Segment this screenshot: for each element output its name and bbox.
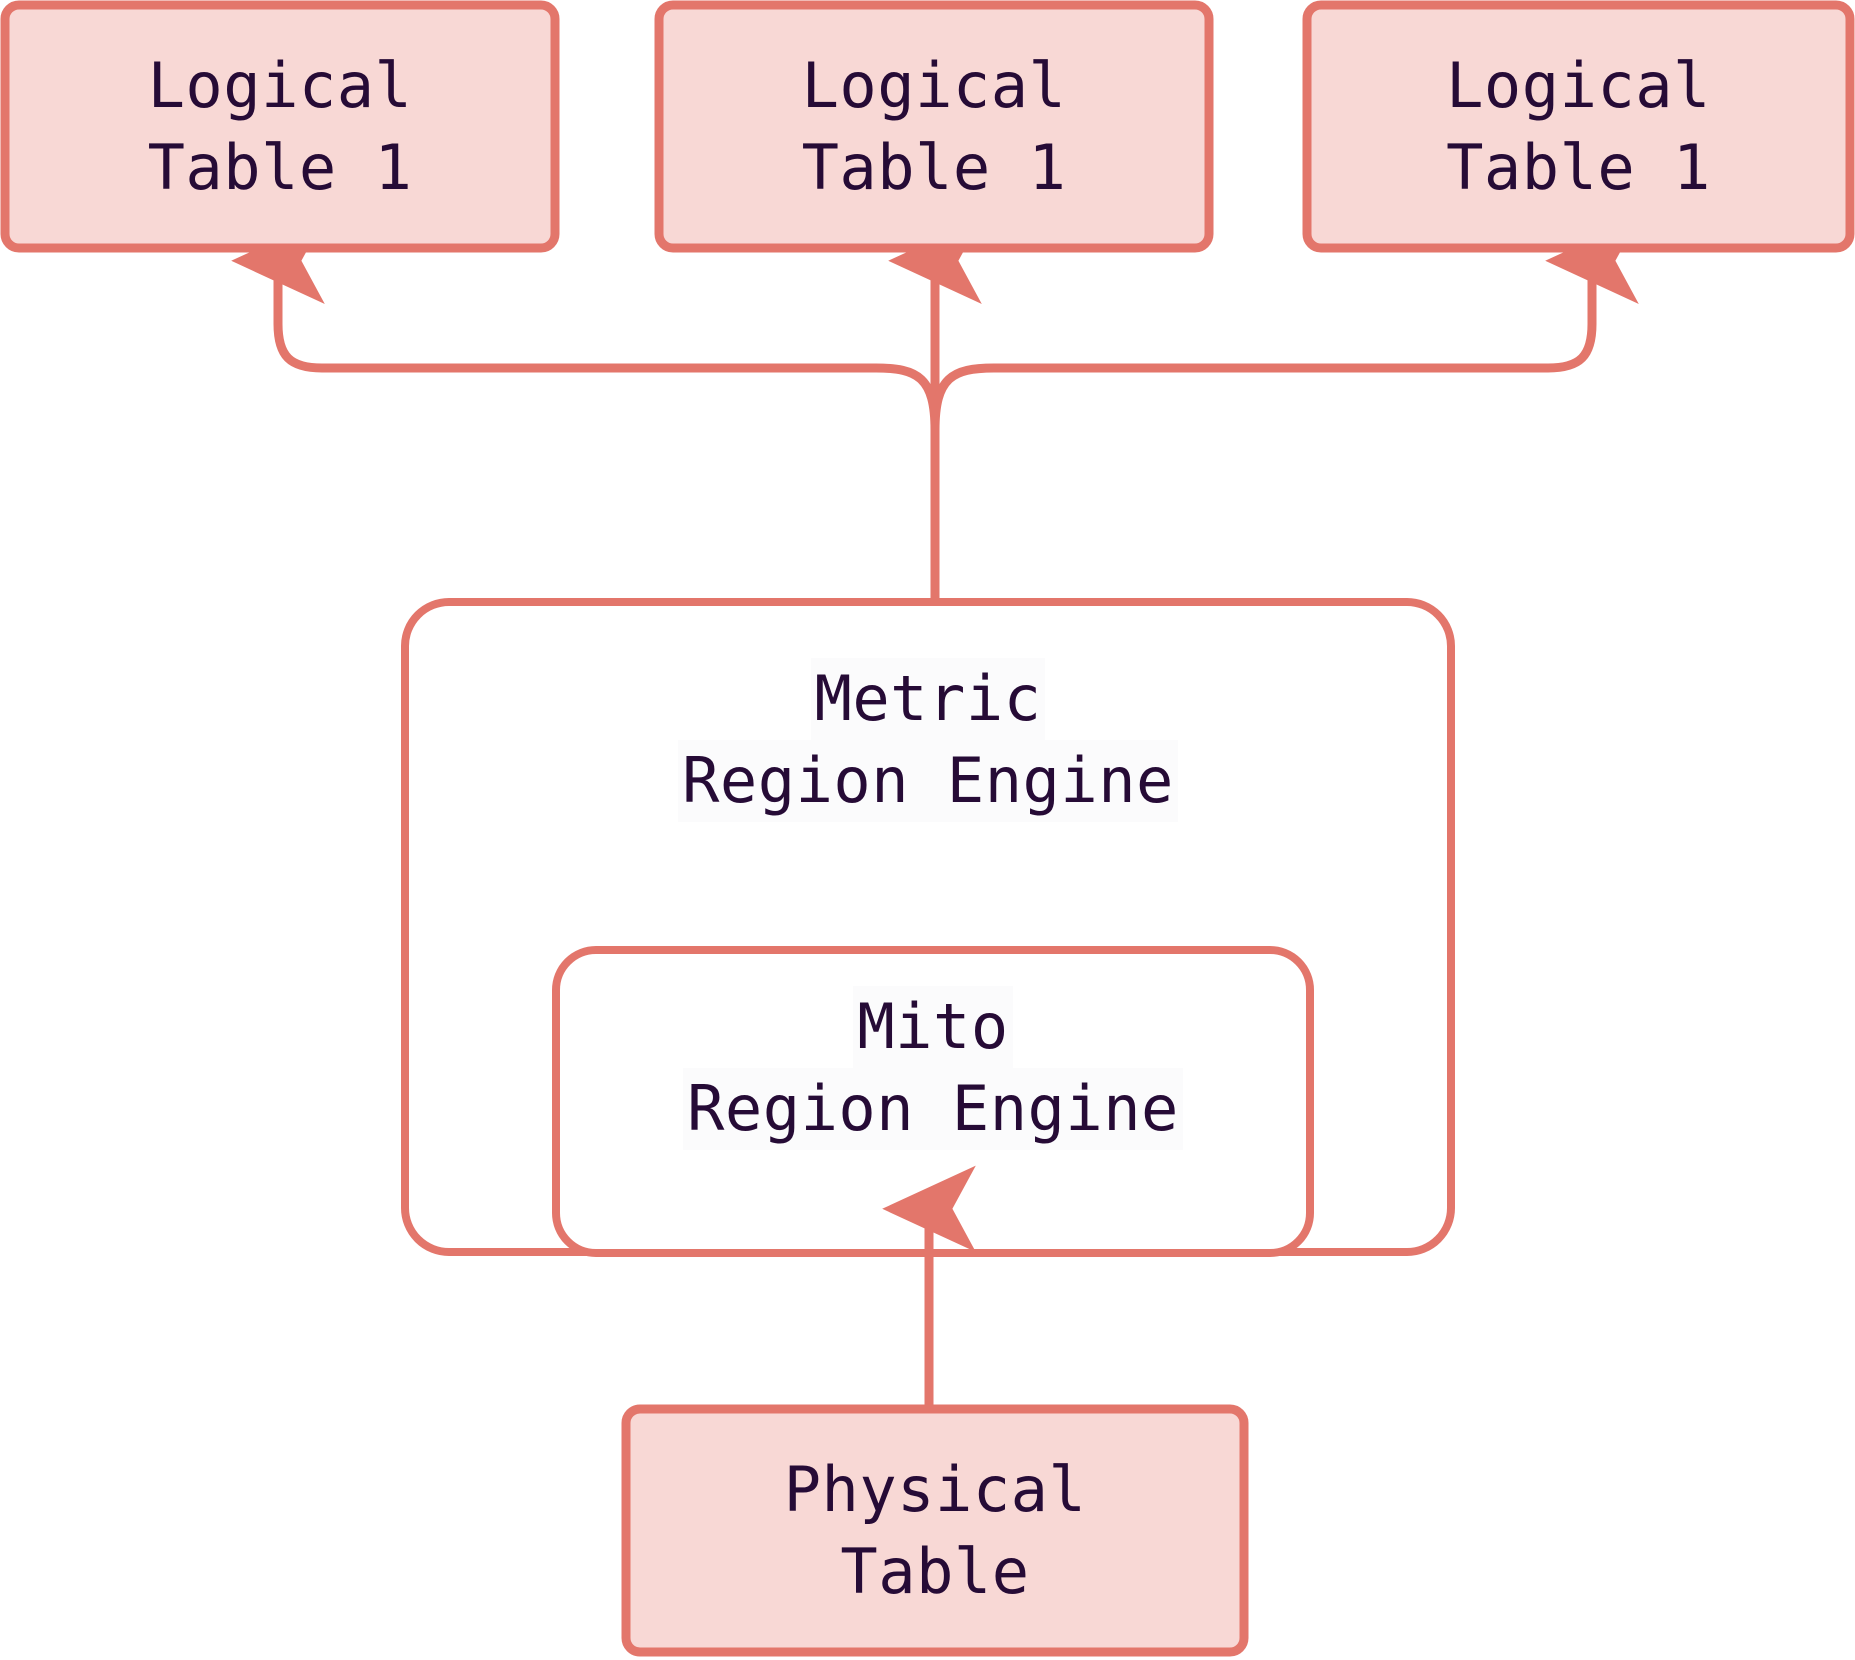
logical-table-1b-box[interactable] <box>654 0 1214 253</box>
edge-metric-to-logical-1c[interactable] <box>930 217 1639 431</box>
logical-table-1a-box[interactable] <box>0 0 560 253</box>
physical-table-box[interactable] <box>621 1404 1249 1657</box>
edge-metric-to-logical-1a[interactable] <box>231 217 940 431</box>
edge-group-metric-to-logical <box>231 217 1639 600</box>
mito-region-engine-box[interactable] <box>552 946 1314 1257</box>
logical-table-1c-box[interactable] <box>1302 0 1855 253</box>
